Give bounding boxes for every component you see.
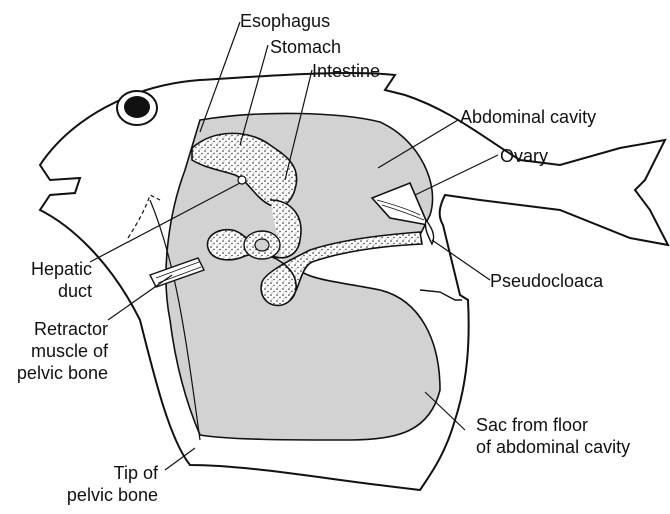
label-retractor-line2: muscle of xyxy=(8,340,108,362)
label-tip-pelvic-bone: Tip of pelvic bone xyxy=(8,462,158,506)
label-tip-line2: pelvic bone xyxy=(8,484,158,506)
label-retractor-muscle: Retractor muscle of pelvic bone xyxy=(8,318,108,384)
label-sac-line1: Sac from floor xyxy=(476,414,630,436)
label-tip-line1: Tip of xyxy=(8,462,158,484)
label-pseudocloaca: Pseudocloaca xyxy=(490,270,603,292)
label-hepatic-duct-line2: duct xyxy=(8,280,92,302)
label-hepatic-duct-line1: Hepatic xyxy=(8,258,92,280)
label-retractor-line3: pelvic bone xyxy=(8,362,108,384)
eye-pupil xyxy=(124,96,150,118)
label-hepatic-duct: Hepatic duct xyxy=(8,258,92,302)
label-sac: Sac from floor of abdominal cavity xyxy=(476,414,630,458)
label-abdominal-cavity: Abdominal cavity xyxy=(460,106,596,128)
label-esophagus: Esophagus xyxy=(240,10,330,32)
label-retractor-line1: Retractor xyxy=(8,318,108,340)
label-ovary: Ovary xyxy=(500,145,548,167)
label-sac-line2: of abdominal cavity xyxy=(476,436,630,458)
label-stomach: Stomach xyxy=(270,36,341,58)
label-intestine: Intestine xyxy=(312,60,380,82)
